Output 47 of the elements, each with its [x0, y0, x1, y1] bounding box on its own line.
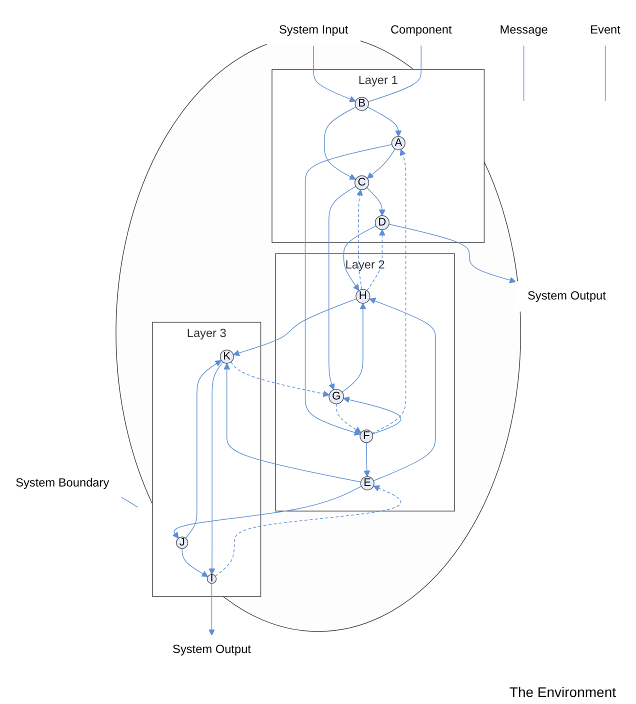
node-circle: A [391, 136, 406, 150]
node-text: Event [590, 24, 620, 36]
node-text: Message [500, 24, 548, 36]
arrow [182, 548, 208, 577]
node-circle: K [220, 349, 234, 364]
arrow [367, 106, 402, 136]
connector [120, 496, 138, 508]
arrow [366, 148, 396, 178]
arrow [336, 403, 362, 433]
arrow [372, 148, 406, 434]
arrow [208, 582, 215, 636]
node-circle: H [356, 288, 370, 304]
arrow [172, 486, 362, 538]
arrow [343, 225, 376, 291]
arrow [214, 484, 402, 576]
arrow [324, 106, 356, 180]
arrow [328, 186, 356, 390]
arrow [230, 361, 330, 397]
node-circle: B [354, 96, 369, 111]
connector [604, 44, 606, 101]
node-circle: I [206, 574, 217, 584]
node-circle: G [328, 388, 344, 404]
node-text: System Boundary [16, 476, 110, 489]
arrow [369, 298, 436, 481]
arrow [185, 360, 222, 538]
arrow [208, 361, 224, 574]
node-circle: F [360, 429, 374, 443]
arrow [232, 298, 357, 356]
node-text: System Output [172, 643, 251, 656]
arrow [366, 229, 386, 291]
arrow [366, 186, 386, 216]
arrow [224, 362, 362, 482]
connector [523, 44, 524, 101]
environment-label: The Environment [509, 684, 616, 700]
node-text: Component [390, 24, 452, 36]
node-circle: D [374, 214, 390, 230]
node-circle: E [360, 476, 374, 490]
arrow [343, 396, 402, 434]
arrow [313, 44, 356, 102]
arrow [304, 144, 392, 436]
connector [368, 44, 422, 102]
arrow [388, 224, 516, 283]
node-circle: J [176, 536, 188, 549]
node-circle: C [354, 175, 370, 190]
arrow [364, 442, 370, 477]
arrow [356, 189, 363, 290]
arrow [342, 302, 366, 392]
